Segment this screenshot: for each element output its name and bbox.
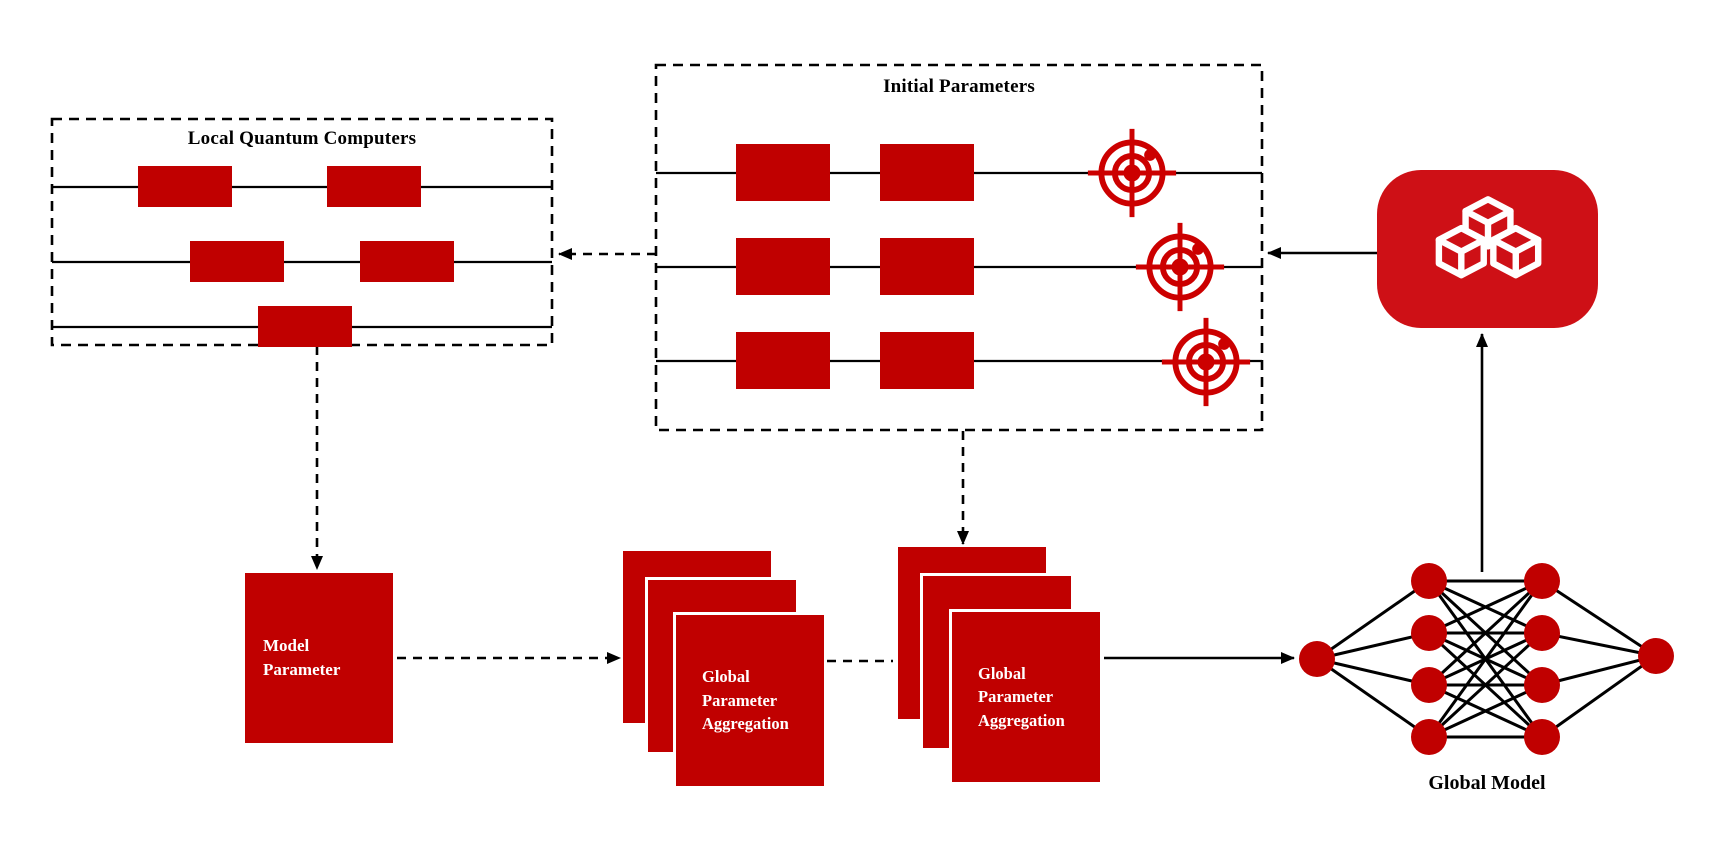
quantum-gate (736, 144, 830, 201)
nn-node (1411, 615, 1447, 651)
nn-node (1524, 615, 1560, 651)
nn-node (1411, 719, 1447, 755)
target-icon (1087, 128, 1177, 218)
solid-arrows (1104, 247, 1488, 664)
aggregation-card-front: Global Parameter Aggregation (676, 615, 824, 786)
nn-node (1411, 667, 1447, 703)
target-icon (1135, 222, 1225, 312)
quantum-gate (736, 238, 830, 295)
aggregation-label: Global Parameter Aggregation (702, 667, 789, 734)
model-parameter-line: Model (263, 636, 310, 655)
nn-node (1524, 563, 1560, 599)
aggregation-label: Global Parameter Aggregation (978, 663, 1065, 730)
model-parameter-box: Model Parameter (245, 573, 393, 743)
quantum-gate (327, 166, 421, 207)
aggregation-card-front: Global Parameter Aggregation (952, 612, 1100, 782)
nn-node (1411, 563, 1447, 599)
nn-output-node (1638, 638, 1674, 674)
initial-parameters-border (654, 63, 1264, 432)
quantum-gate (736, 332, 830, 389)
cubes-icon (1435, 195, 1541, 278)
quantum-gate (138, 166, 232, 207)
quantum-gate (360, 241, 454, 282)
target-icon (1161, 317, 1251, 407)
nn-nodes (1299, 563, 1674, 755)
quantum-gate (880, 332, 974, 389)
nn-input-node (1299, 641, 1335, 677)
model-parameter-line: Parameter (263, 660, 341, 679)
nn-edges (1316, 579, 1657, 739)
nn-node (1524, 667, 1560, 703)
global-model-label: Global Model (1428, 772, 1546, 794)
local-quantum-computers-title: Local Quantum Computers (187, 128, 417, 149)
dashed-arrows (311, 248, 969, 664)
quantum-gate (880, 144, 974, 201)
cube-bottom-right (1489, 224, 1541, 278)
quantum-gate (190, 241, 284, 282)
global-model-network (1299, 563, 1674, 755)
cube-bottom-left (1435, 224, 1487, 278)
initial-parameters-title: Initial Parameters (883, 76, 1035, 97)
server-box (1377, 170, 1598, 328)
quantum-gate (258, 306, 352, 347)
quantum-gate (880, 238, 974, 295)
nn-node (1524, 719, 1560, 755)
